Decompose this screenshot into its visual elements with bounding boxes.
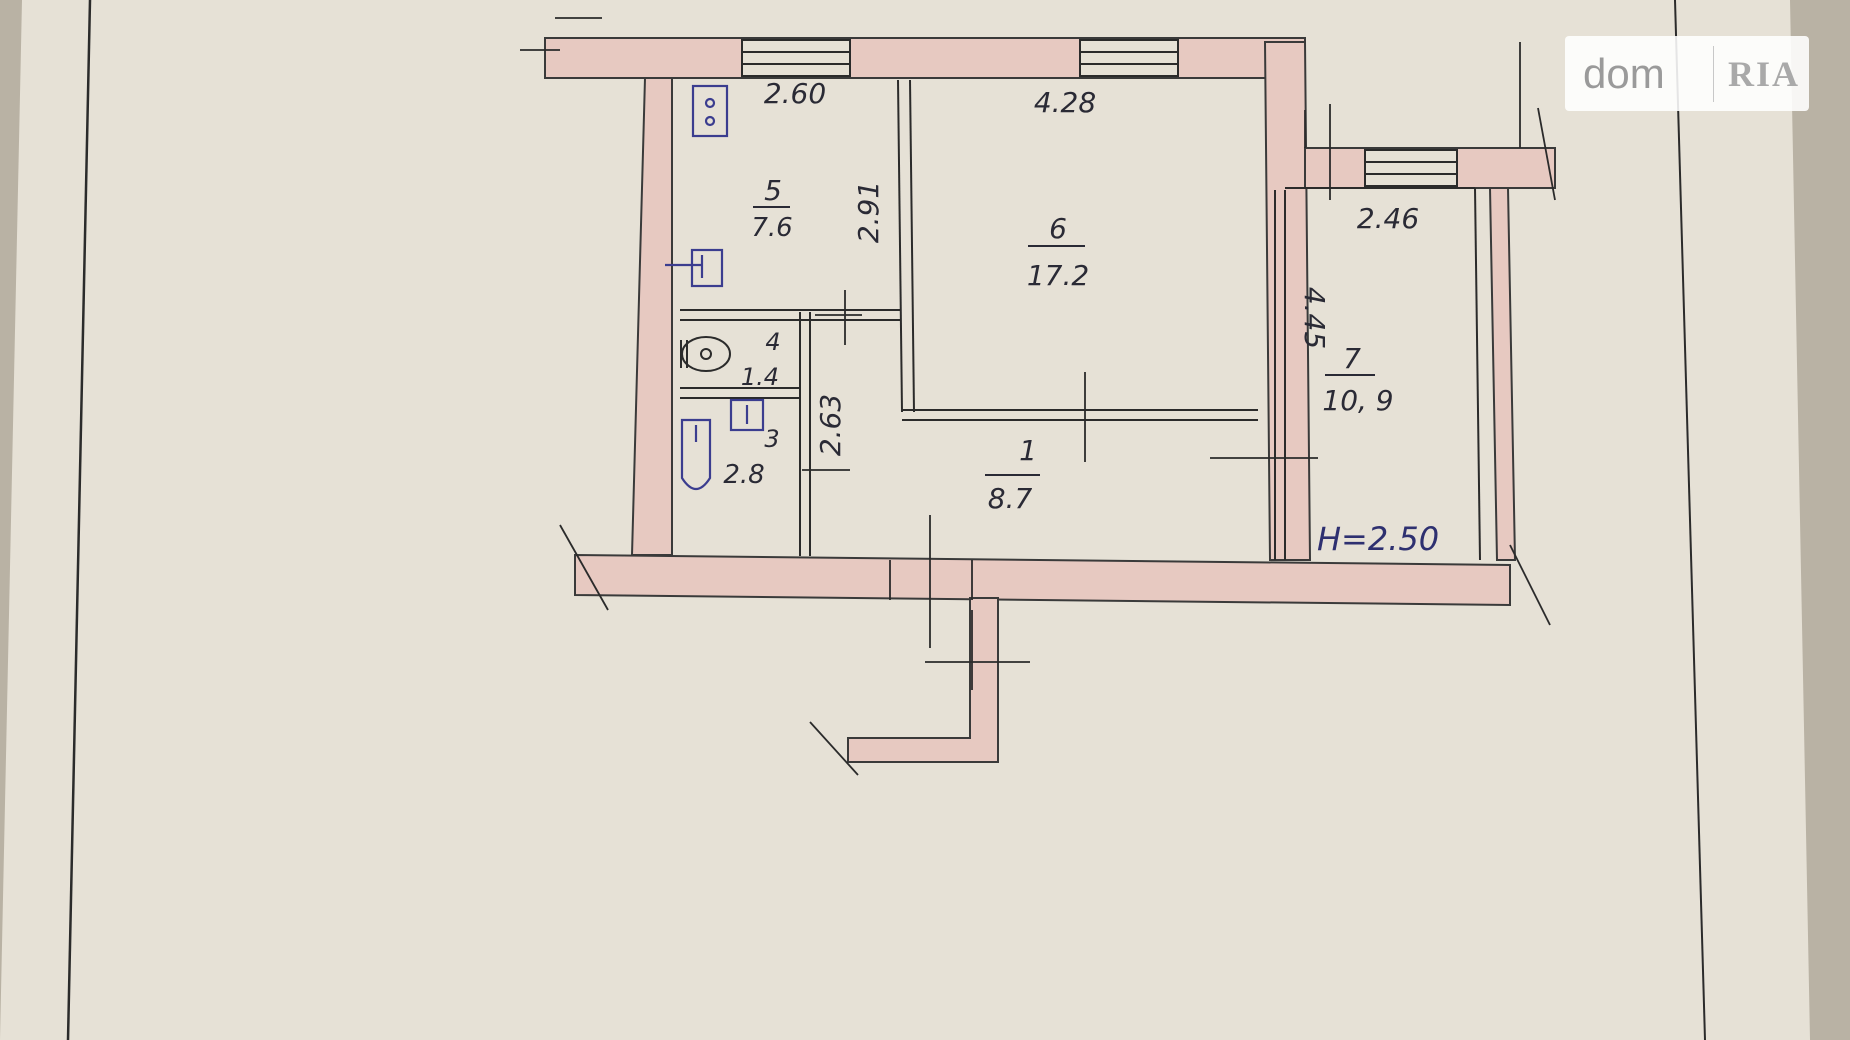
room-7-area: 10, 9	[1322, 384, 1393, 417]
room-3-number: 3	[764, 425, 779, 453]
watermark-divider	[1713, 45, 1714, 102]
dimension-bedroom-depth: 4.45	[1298, 287, 1331, 349]
watermark-logo: dom RIA	[1565, 36, 1809, 111]
wall-top	[544, 37, 1306, 79]
room-5-area: 7.6	[751, 213, 792, 243]
room-4-number: 4	[765, 328, 780, 356]
room-6-area: 17.2	[1027, 259, 1089, 292]
fixtures	[665, 84, 765, 491]
window-kitchen	[741, 39, 851, 77]
room-3-area: 2.8	[723, 460, 764, 490]
watermark-dom-text: dom	[1583, 49, 1665, 97]
room-1-area: 8.7	[988, 482, 1033, 515]
room-7-number: 7	[1343, 342, 1361, 375]
wall-stair	[847, 597, 999, 763]
stove-burner-icon	[704, 97, 716, 109]
room-1-number: 1	[1019, 434, 1037, 467]
stove-burner-icon	[704, 115, 716, 127]
sink-icon	[690, 248, 724, 288]
toilet-icon	[680, 336, 731, 372]
ceiling-height-label: H=2.50	[1317, 520, 1439, 558]
walls	[544, 37, 1556, 763]
wall-middle	[1263, 41, 1312, 561]
frame-line-right	[1674, 0, 1706, 1040]
dimension-corridor-depth: 2.63	[814, 394, 847, 456]
watermark-ria-text: RIA	[1728, 53, 1801, 94]
paper-sheet	[0, 0, 1810, 1040]
dimension-bedroom-width: 2.46	[1357, 202, 1419, 235]
room-6-number: 6	[1049, 212, 1067, 245]
partitions	[680, 79, 1481, 561]
wall-right	[1488, 187, 1517, 561]
washbasin-icon	[729, 398, 765, 432]
window-living	[1079, 39, 1179, 77]
window-bedroom	[1364, 149, 1458, 187]
bathtub-icon	[680, 418, 712, 491]
door-marks	[520, 17, 1556, 776]
room-4-area: 1.4	[741, 363, 779, 391]
wall-bottom	[574, 553, 1511, 607]
room-5-number: 5	[764, 174, 782, 207]
windows	[741, 39, 1458, 187]
stove-icon	[691, 84, 729, 138]
frame-line-left	[66, 0, 92, 1040]
dimension-kitchen-depth: 2.91	[852, 181, 885, 243]
dimension-kitchen-width: 2.60	[764, 77, 826, 110]
dimension-living-width: 4.28	[1034, 86, 1096, 119]
label-bars	[753, 206, 1375, 476]
